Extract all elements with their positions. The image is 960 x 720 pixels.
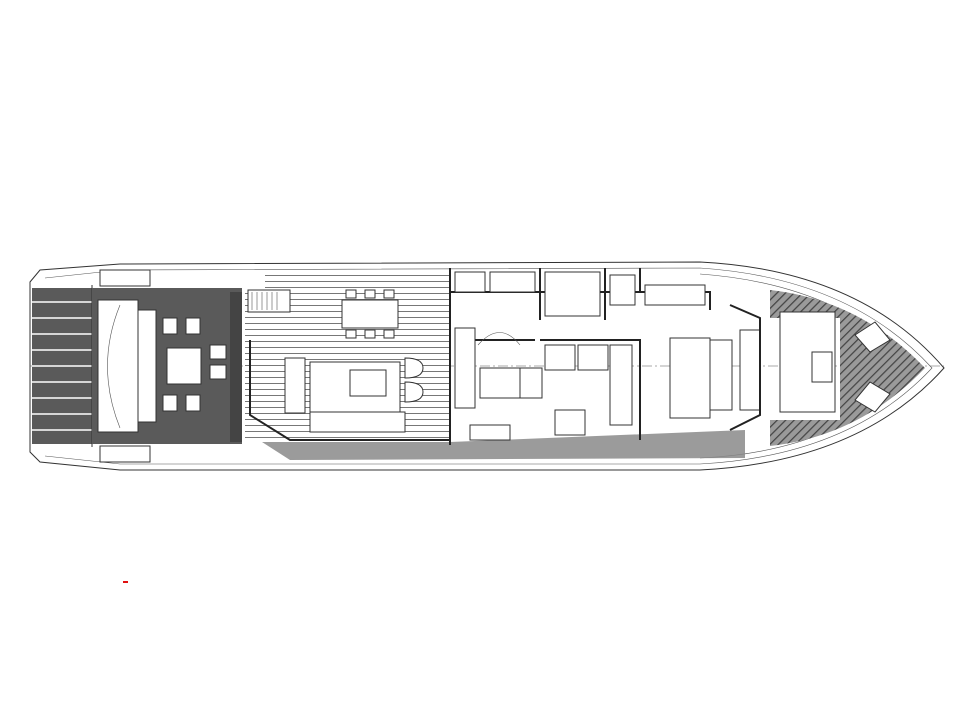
aft-table bbox=[166, 347, 202, 385]
armchairs bbox=[404, 357, 424, 403]
dining-table bbox=[341, 299, 399, 329]
foredeck-seat-port bbox=[854, 321, 891, 353]
sideboard bbox=[284, 357, 306, 414]
red-marker bbox=[123, 581, 128, 583]
sofa bbox=[309, 411, 406, 433]
helm-console bbox=[669, 337, 711, 419]
swim-platform bbox=[32, 285, 93, 447]
aft-cockpit bbox=[92, 269, 242, 463]
sunpad bbox=[97, 299, 139, 433]
galley-and-cabins bbox=[449, 268, 711, 445]
forward-area bbox=[669, 290, 925, 446]
foredeck-seat-stbd bbox=[854, 381, 891, 413]
coffee-table bbox=[349, 369, 387, 397]
main-saloon bbox=[245, 270, 450, 441]
aft-sofa bbox=[137, 309, 157, 423]
side-deck bbox=[262, 430, 745, 460]
stairs bbox=[247, 289, 291, 313]
dining-chairs bbox=[345, 289, 395, 339]
aft-chairs bbox=[162, 317, 227, 412]
